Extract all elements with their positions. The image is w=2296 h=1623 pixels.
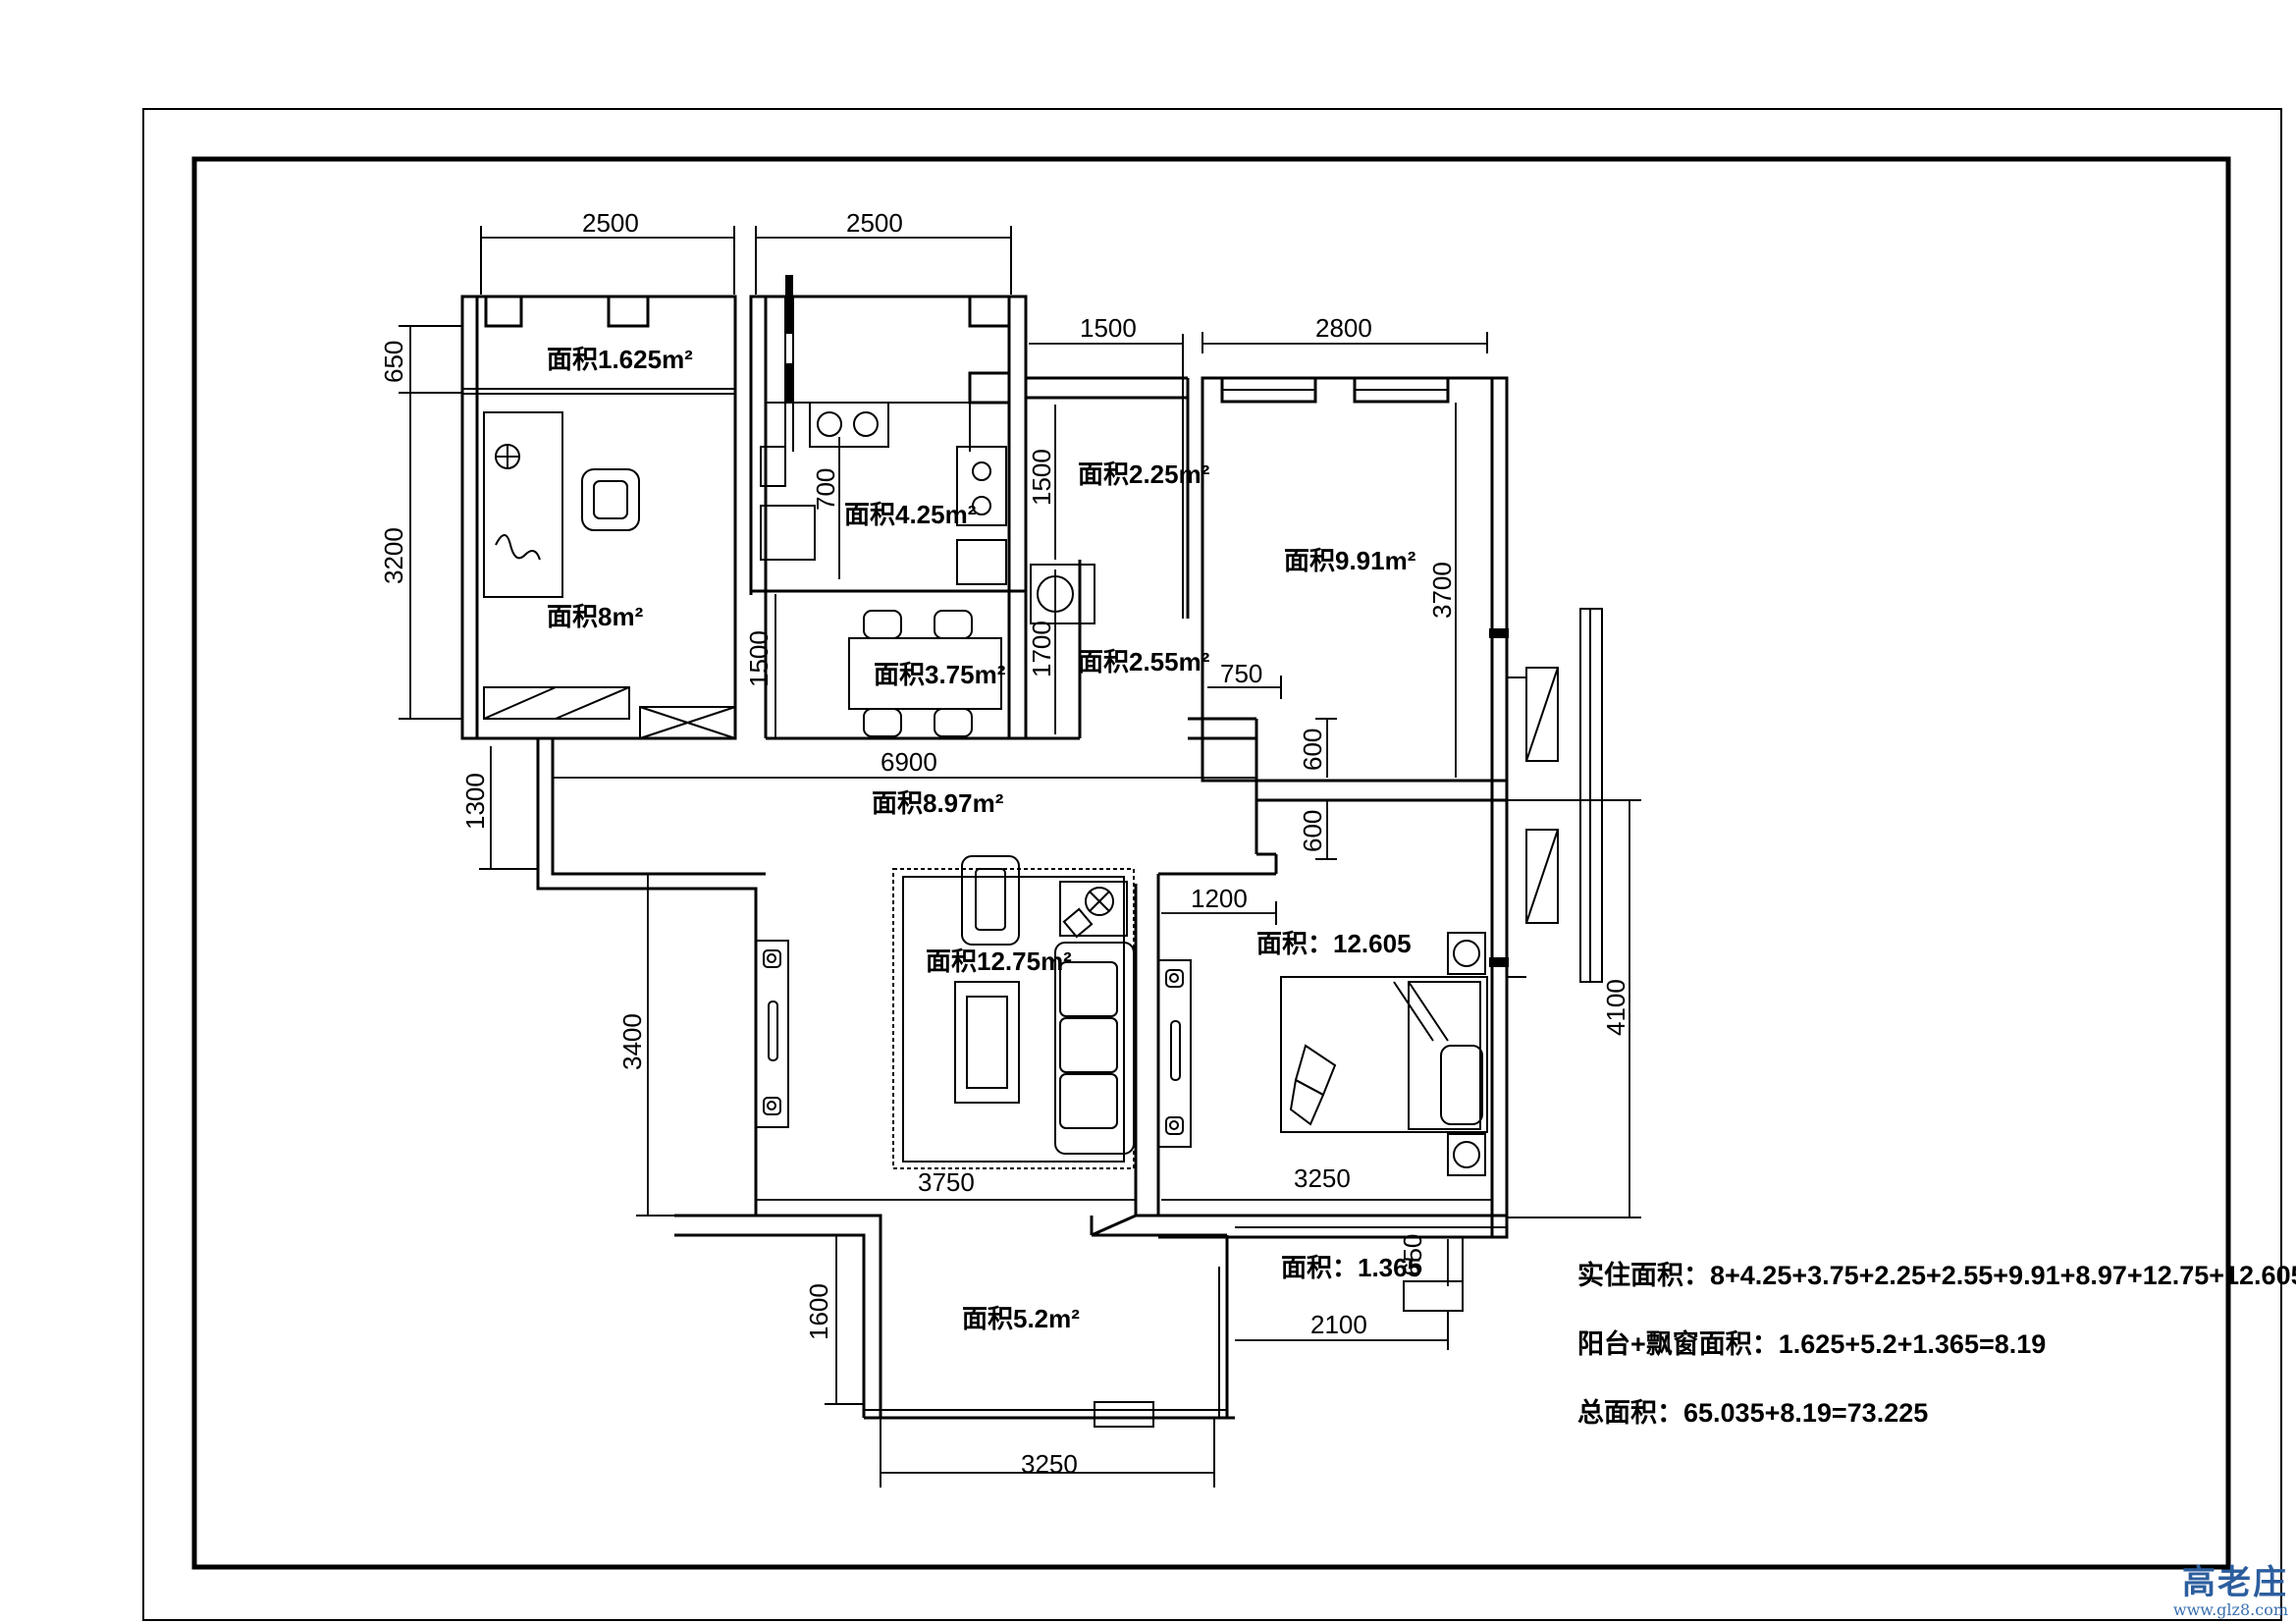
- outer-frame: [142, 108, 2282, 1621]
- dim-corridor-1500-v: 1500: [1027, 449, 1056, 506]
- area-labels: 面积1.625m² 面积8m² 面积4.25m² 面积3.75m² 面积2.25…: [547, 345, 1421, 1333]
- note-balcony-area: 阳台+飘窗面积：1.625+5.2+1.365=8.19: [1577, 1328, 2046, 1359]
- dim-bay-650: 650: [1398, 1234, 1427, 1276]
- area-study: 面积8m²: [547, 602, 644, 631]
- dim-bay-2100: 2100: [1310, 1310, 1367, 1339]
- area-summary: 实住面积：8+4.25+3.75+2.25+2.55+9.91+8.97+12.…: [1577, 1260, 2296, 1428]
- watermark-logo: 高老庄: [2182, 1563, 2288, 1603]
- dimension-labels: 2500 2500 1500 2800 650 3200 700 1500 17…: [379, 208, 1630, 1479]
- dim-kitchen-700: 700: [811, 468, 840, 511]
- dim-entry-1300: 1300: [460, 773, 490, 830]
- area-bedroom1: 面积9.91m²: [1284, 546, 1416, 575]
- dim-closet-600-a: 600: [1298, 729, 1327, 771]
- dim-living-3750: 3750: [918, 1167, 975, 1197]
- dim-bedroom1-750: 750: [1220, 659, 1262, 688]
- dim-bedroom1-3700: 3700: [1427, 562, 1457, 619]
- dim-bedroom2-4100: 4100: [1601, 979, 1630, 1036]
- dim-top-mid-2500: 2500: [846, 208, 903, 238]
- dim-living-3400: 3400: [617, 1013, 647, 1070]
- area-bay: 面积：1.365: [1281, 1253, 1421, 1282]
- watermark-site: www.glz8.com: [2172, 1600, 2288, 1620]
- dim-balcony-650: 650: [379, 341, 408, 383]
- study-desk: [483, 411, 640, 598]
- dim-study-3200: 3200: [379, 527, 408, 584]
- dim-dining-1500: 1500: [744, 630, 774, 687]
- dimension-lines: [399, 226, 1641, 1488]
- area-dining: 面积3.75m²: [874, 660, 1006, 689]
- area-living: 面积12.75m²: [926, 947, 1072, 976]
- area-bath: 面积2.55m²: [1078, 647, 1210, 676]
- dim-corridor-1500: 1500: [1080, 313, 1137, 343]
- walls: [460, 275, 1603, 1428]
- dim-balcony-3250: 3250: [1021, 1449, 1078, 1479]
- dim-balcony-1600: 1600: [804, 1283, 833, 1340]
- area-balcony-top: 面积1.625m²: [547, 345, 693, 374]
- bedroom2-bed: [1280, 932, 1488, 1176]
- area-balcony-bottom: 面积5.2m²: [962, 1304, 1080, 1333]
- inner-frame: [191, 156, 2231, 1570]
- area-corridor: 面积2.25m²: [1078, 460, 1210, 489]
- dim-bath-1700: 1700: [1027, 621, 1056, 677]
- site-watermark: 高老庄 www.glz8.com: [2172, 1563, 2288, 1620]
- living-rug: [892, 855, 1135, 1169]
- area-bedroom2: 面积：12.605: [1256, 929, 1412, 958]
- dim-mid-1200: 1200: [1191, 884, 1248, 913]
- note-living-area: 实住面积：8+4.25+3.75+2.25+2.55+9.91+8.97+12.…: [1577, 1260, 2296, 1290]
- note-total-area: 总面积：65.035+8.19=73.225: [1577, 1398, 1928, 1428]
- dim-top-left-2500: 2500: [582, 208, 639, 238]
- dim-living-6900: 6900: [881, 747, 937, 777]
- area-hall: 面积8.97m²: [872, 788, 1004, 818]
- area-kitchen: 面积4.25m²: [844, 500, 977, 529]
- dim-closet-600-b: 600: [1298, 810, 1327, 852]
- dim-bedroom2-3250: 3250: [1294, 1163, 1351, 1193]
- dim-bedroom1-2800: 2800: [1315, 313, 1372, 343]
